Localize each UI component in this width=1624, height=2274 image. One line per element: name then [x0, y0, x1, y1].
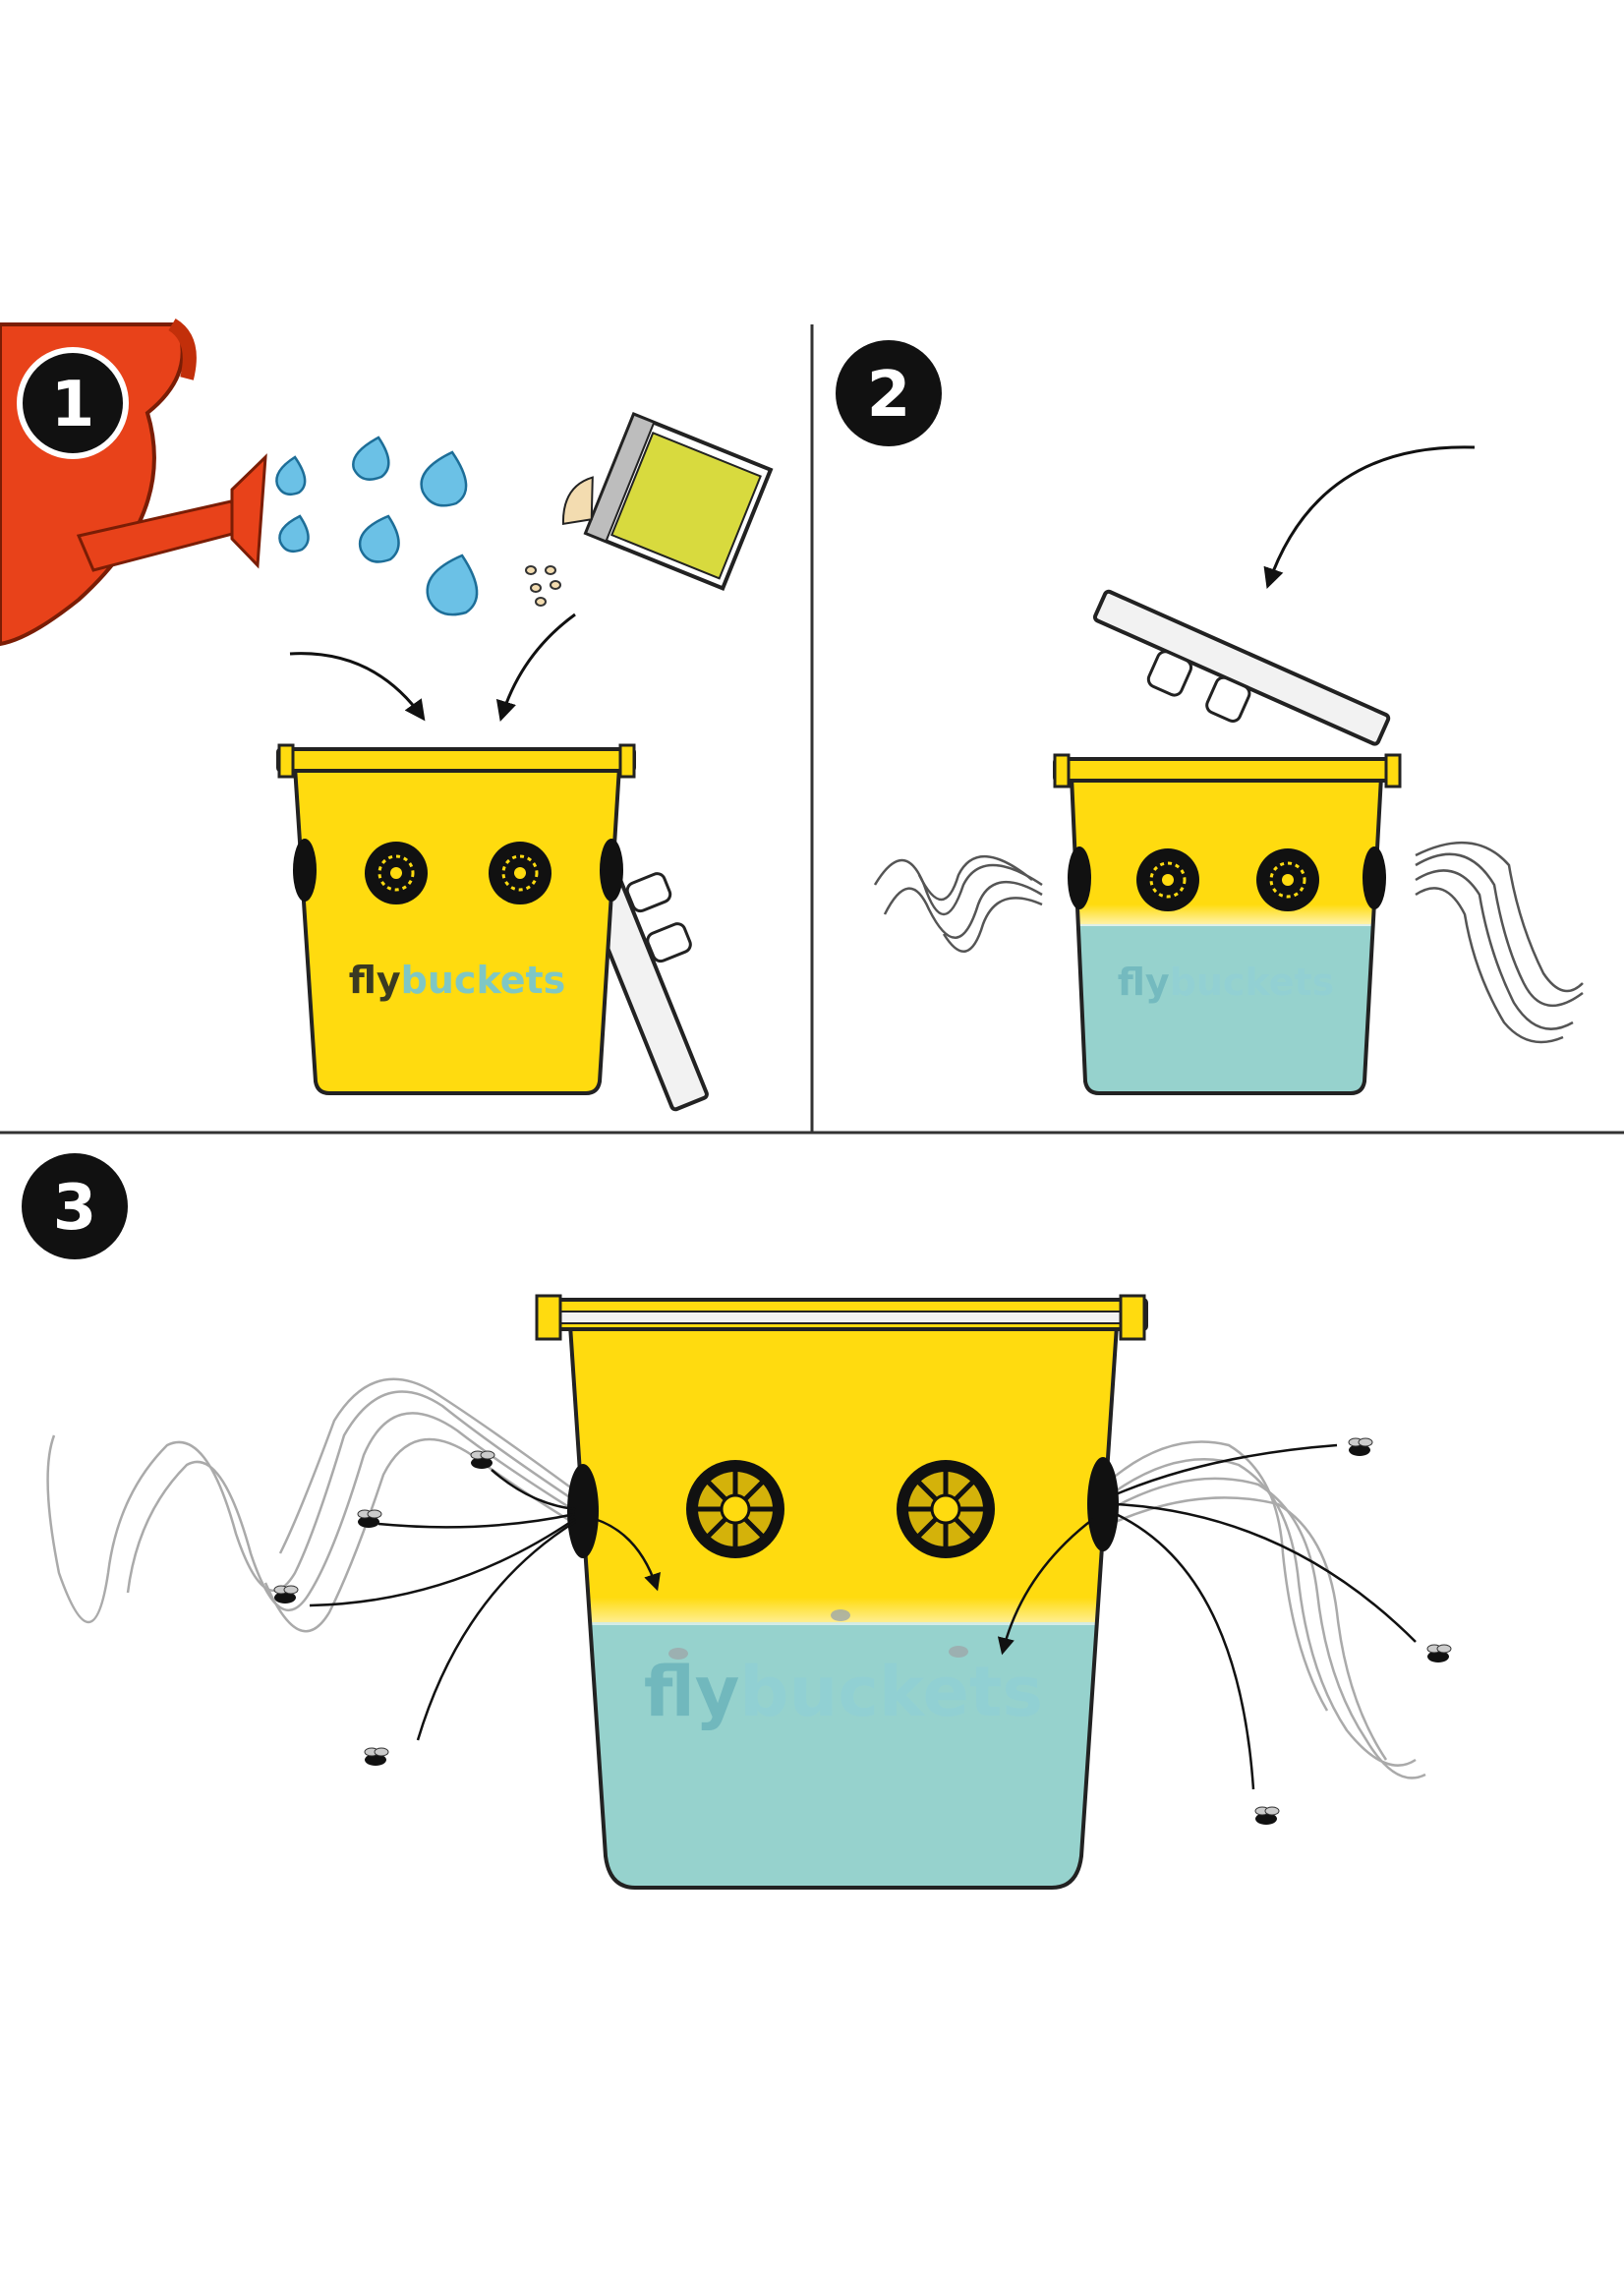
- entry-port: [1068, 846, 1091, 909]
- vent-icon: [1256, 848, 1319, 911]
- entry-port: [293, 839, 317, 902]
- arrow-icon: [290, 654, 423, 718]
- odor-wave-icon: [1111, 1442, 1425, 1778]
- fly-icon: [365, 1748, 388, 1766]
- step-3-number: 3: [53, 1172, 97, 1245]
- vent-icon: [365, 842, 428, 904]
- bucket-icon: flybuckets: [278, 745, 634, 1093]
- flight-path: [418, 1522, 575, 1740]
- flight-path: [310, 1519, 575, 1605]
- step-1-number: 1: [51, 369, 95, 441]
- panel-step-2: 2: [836, 340, 1583, 1101]
- entry-port: [1363, 846, 1386, 909]
- flight-path: [378, 1514, 575, 1527]
- fly-icon: [358, 1510, 381, 1528]
- attractant-packet-icon: [558, 403, 771, 588]
- vent-icon: [897, 1460, 995, 1558]
- water-fill: [1062, 924, 1396, 1101]
- water-drop-icon: [353, 437, 388, 480]
- fly-icon: [949, 1646, 968, 1658]
- fly-icon: [1349, 1438, 1372, 1456]
- brand-logo: flybuckets: [644, 1652, 1043, 1732]
- water-drop-icon: [279, 516, 308, 552]
- water-drop-icon: [422, 452, 466, 505]
- step-1-badge: 1: [20, 350, 126, 456]
- entry-port: [1087, 1457, 1119, 1551]
- bucket-icon: flybuckets: [1055, 755, 1400, 1101]
- fly-icon: [831, 1609, 850, 1621]
- brand-logo: flybuckets: [1118, 961, 1335, 1004]
- flight-path: [1116, 1514, 1253, 1789]
- flight-path: [1116, 1504, 1416, 1642]
- brand-logo: flybuckets: [349, 959, 566, 1002]
- bucket-icon: flybuckets: [537, 1296, 1146, 1897]
- step-2-number: 2: [867, 359, 911, 432]
- water-drop-icon: [428, 555, 477, 614]
- lid-icon: [560, 1312, 1126, 1323]
- vent-icon: [686, 1460, 784, 1558]
- arrow-icon: [501, 614, 575, 718]
- vent-icon: [489, 842, 551, 904]
- odor-wave-icon: [875, 856, 1042, 952]
- panel-step-3: 3: [22, 1153, 1451, 1897]
- fly-icon: [274, 1586, 298, 1603]
- odor-wave-icon: [48, 1379, 580, 1631]
- water-drop-icon: [276, 457, 305, 495]
- entry-port: [600, 839, 623, 902]
- step-2-badge: 2: [836, 340, 942, 446]
- odor-wave-icon: [1416, 843, 1583, 1042]
- step-3-badge: 3: [22, 1153, 128, 1259]
- entry-port: [567, 1464, 599, 1558]
- attractant-granules: [526, 566, 560, 606]
- panel-step-1: 1: [0, 324, 771, 1110]
- fly-icon: [668, 1648, 688, 1660]
- flight-path: [1116, 1445, 1337, 1494]
- arrow-icon: [1268, 447, 1475, 585]
- lid-icon: [1078, 591, 1389, 780]
- fly-icon: [1427, 1645, 1451, 1662]
- water-drop-icon: [360, 516, 398, 561]
- fly-icon: [471, 1451, 494, 1469]
- vent-icon: [1136, 848, 1199, 911]
- fly-icon: [1255, 1807, 1279, 1825]
